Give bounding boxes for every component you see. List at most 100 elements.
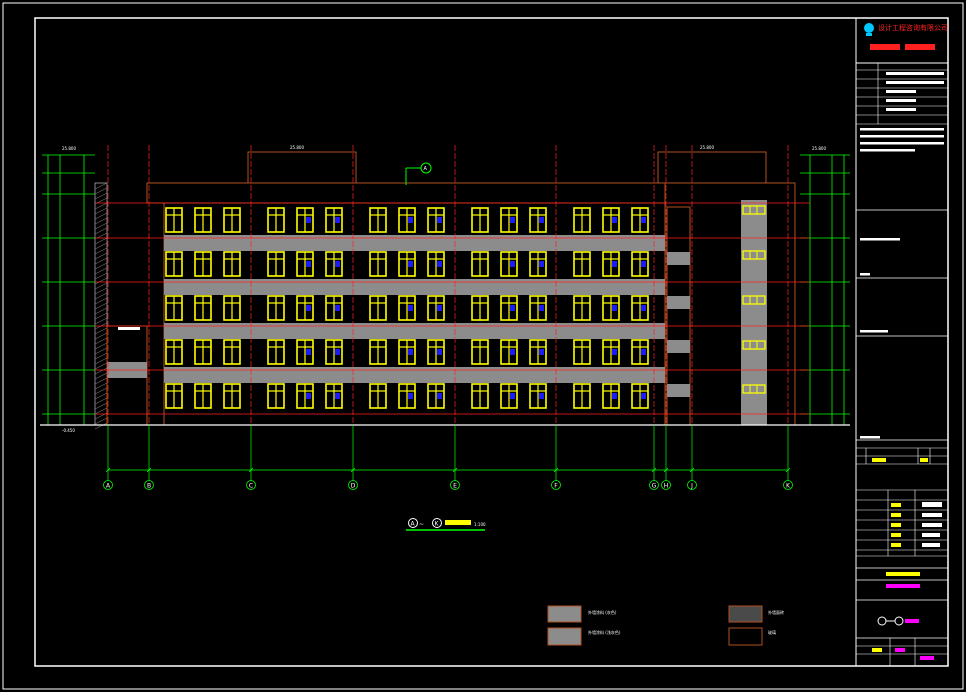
window	[296, 251, 314, 277]
window	[631, 251, 649, 277]
window	[529, 251, 547, 277]
hatch-line	[94, 357, 108, 365]
legend-swatch-dots	[728, 605, 763, 623]
axis-bubble	[103, 480, 113, 490]
window	[194, 339, 212, 365]
window	[369, 207, 387, 233]
legend-swatch-gray-2	[547, 627, 582, 646]
hatch-line	[94, 212, 108, 220]
hatch-line	[94, 207, 108, 215]
hatch-line	[94, 202, 108, 210]
hatch-line	[94, 342, 108, 350]
hatched-wall-left	[94, 182, 108, 430]
axis-label: C	[249, 483, 253, 490]
stair-tower	[741, 200, 767, 425]
axis-label: A	[106, 483, 111, 490]
window	[223, 383, 241, 409]
hatch-line	[94, 327, 108, 335]
hatch-line	[94, 422, 108, 430]
window	[267, 251, 285, 277]
window	[369, 295, 387, 321]
window	[602, 339, 620, 365]
hatch-line	[94, 252, 108, 260]
hatch-line	[94, 347, 108, 355]
window	[325, 383, 343, 409]
stamp-red-box-1	[870, 44, 900, 50]
hatch-line	[94, 297, 108, 305]
axis-label: E	[453, 483, 457, 490]
floor-lines	[95, 202, 810, 415]
axis-bubble	[348, 480, 358, 490]
window	[325, 339, 343, 365]
window	[267, 295, 285, 321]
window	[165, 383, 183, 409]
company-logo-icon	[864, 23, 874, 36]
hatch-line	[94, 287, 108, 295]
hatch-line	[94, 237, 108, 245]
hatch-line	[94, 292, 108, 300]
stair-window	[742, 295, 766, 305]
window	[369, 251, 387, 277]
window	[631, 207, 649, 233]
window	[573, 339, 591, 365]
axis-bubble	[783, 480, 793, 490]
hatch-line	[94, 317, 108, 325]
axis-bubble	[144, 480, 154, 490]
window	[267, 383, 285, 409]
window	[471, 295, 489, 321]
elevation-drawing: 25.800 -0.450 25.800	[40, 145, 850, 531]
window	[573, 383, 591, 409]
window	[427, 251, 445, 277]
window	[296, 295, 314, 321]
window	[165, 207, 183, 233]
window	[398, 339, 416, 365]
legend-text-2: 外墙涂料 (浅灰色)	[588, 629, 621, 635]
axis-bubble	[551, 480, 561, 490]
hatch-line	[94, 352, 108, 360]
hatch-line	[94, 187, 108, 195]
window	[398, 295, 416, 321]
hatch-line	[94, 222, 108, 230]
window	[471, 251, 489, 277]
window	[223, 339, 241, 365]
window	[529, 383, 547, 409]
axis-label: G	[652, 483, 657, 490]
window	[223, 207, 241, 233]
right-top-elevation: 25.800	[812, 146, 826, 151]
legend-text-1: 外墙涂料 (灰色)	[588, 609, 617, 615]
hatch-line	[94, 227, 108, 235]
hatch-line	[94, 377, 108, 385]
window	[602, 383, 620, 409]
axis-label: H	[664, 483, 669, 490]
window	[325, 295, 343, 321]
hatch-line	[94, 337, 108, 345]
window	[267, 339, 285, 365]
window	[369, 339, 387, 365]
window	[500, 251, 518, 277]
hatch-line	[94, 407, 108, 415]
window	[223, 251, 241, 277]
window	[296, 383, 314, 409]
window	[427, 339, 445, 365]
stair-window	[742, 250, 766, 260]
hatch-line	[94, 382, 108, 390]
axis-label: K	[786, 483, 791, 490]
right-level-marks	[800, 154, 850, 415]
window	[573, 207, 591, 233]
hatch-line	[94, 302, 108, 310]
hatch-line	[94, 397, 108, 405]
axis-bubble	[649, 480, 659, 490]
title-block: 设计工程咨询有限公司	[855, 18, 948, 666]
left-dimension-chain	[47, 155, 85, 425]
left-level-marks	[42, 154, 95, 415]
roof-tag-label: 25.800	[290, 145, 304, 150]
window	[165, 295, 183, 321]
hatch-line	[94, 307, 108, 315]
roof-tag-label-right: 25.800	[700, 145, 714, 150]
hatch-line	[94, 372, 108, 380]
left-top-elevation: 25.800	[62, 146, 76, 151]
company-name: 设计工程咨询有限公司	[878, 23, 948, 32]
hatch-line	[94, 267, 108, 275]
